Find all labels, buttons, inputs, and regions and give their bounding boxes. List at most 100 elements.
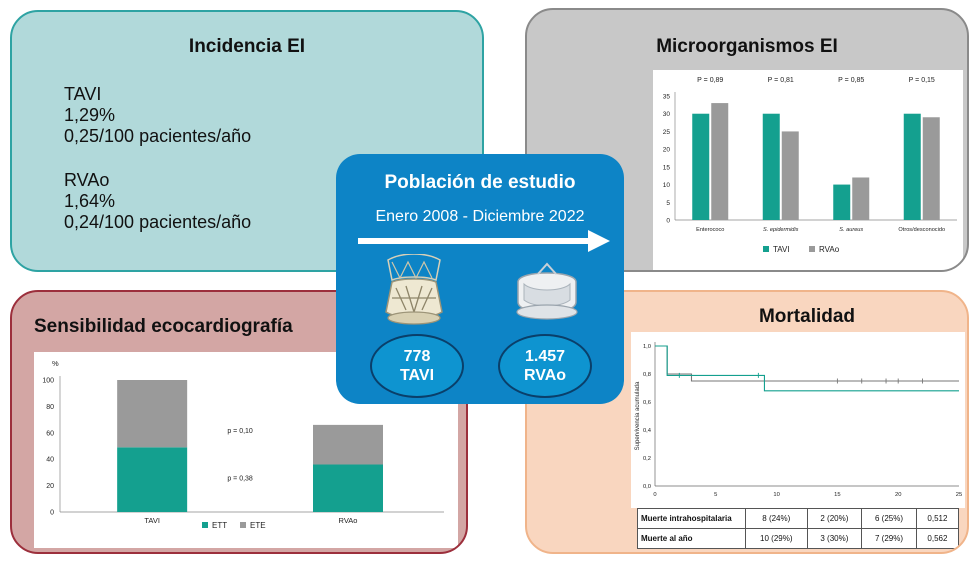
y-tick-label: 0,6 [643,400,651,406]
p-value-label: P = 0,85 [838,77,864,84]
y-tick-label: 0 [50,510,54,517]
poblacion-rvao-badge: 1.457 RVAo [498,334,592,398]
poblacion-period: Enero 2008 - Diciembre 2022 [375,208,585,225]
bar-ete [313,424,383,465]
rvao-valve-icon [516,262,578,320]
legend-ete-swatch [240,522,246,528]
bar-tavi [692,113,710,220]
y-tick-label: 100 [42,378,54,385]
mortalidad-cell: 2 (20%) [806,508,863,529]
mortalidad-panel: Mortalidad 0,0 0,2 0,4 0,6 0,8 1,0 0 5 10 15 20 25 S… [525,290,969,554]
x-tick-label: RVAo [339,516,358,525]
p-value-label: P = 0,15 [909,77,935,84]
y-tick-label: 0 [666,218,670,225]
mortalidad-row-label: Muerte al año [637,528,746,549]
x-tick-label: S. aureus [839,227,863,233]
bar-ett [313,464,383,512]
y-tick-label: 0,0 [643,484,651,490]
legend-rvao-label: RVAo [819,245,840,254]
bar-rvao [852,177,870,220]
bar-rvao [711,103,729,220]
y-tick-label: 80 [46,404,54,411]
y-tick-label: 0,2 [643,456,651,462]
incidencia-rvao: RVAo 1,64% 0,24/100 pacientes/año [64,170,251,233]
legend-rvao-swatch [809,246,815,252]
bar-rvao [922,117,940,220]
mortalidad-cell: 6 (25%) [861,508,917,529]
microorganismos-title: Microorganismos EI [656,36,838,57]
y-tick-label: 0,4 [643,428,652,434]
poblacion-panel: Población de estudio Enero 2008 - Diciem… [336,154,624,404]
legend-ett-label: ETT [212,521,227,530]
table-row: Muerte al año 10 (29%) 3 (30%) 7 (29%) 0… [637,528,960,549]
incidencia-title: Incidencia EI [188,36,306,57]
mortalidad-table: Muerte intrahospitalaria 8 (24%) 2 (20%)… [637,508,960,549]
bar-rvao [781,131,799,220]
incidencia-panel: Incidencia EI TAVI 1,29% 0,25/100 pacien… [10,10,484,272]
poblacion-tavi-count: 778 [403,348,431,365]
incidencia-rvao-percent: 1,64% [64,191,116,211]
poblacion-rvao-count: 1.457 [524,348,566,365]
x-tick-label: 20 [895,492,901,498]
x-tick-label: 10 [773,492,779,498]
arrow-right-icon [358,230,610,252]
mortalidad-cell: 7 (29%) [861,528,917,549]
incidencia-tavi-rate: 0,25/100 pacientes/año [64,126,252,146]
incidencia-tavi: TAVI 1,29% 0,25/100 pacientes/año [64,84,251,147]
y-tick-label: 0,8 [643,372,651,378]
survival-line-teal [655,345,959,392]
x-tick-label: Otros/desconocido [898,227,945,233]
x-tick-label: 15 [834,492,840,498]
incidencia-rvao-label: RVAo [64,170,110,190]
y-axis-title: Supervivencia acumulada [635,381,641,450]
mortalidad-cell: 8 (24%) [745,508,808,529]
y-tick-label: 20 [46,483,54,490]
bar-ett [117,447,188,512]
mortalidad-cell: 0,512 [915,508,960,529]
x-tick-label: S. epidermidis [763,227,799,233]
p-value-label: p = 0,38 [227,476,253,483]
bar-ete [117,380,188,448]
sensibilidad-title: Sensibilidad ecocardiografía [34,316,293,337]
p-value-label: P = 0,89 [697,77,723,84]
table-row: Muerte intrahospitalaria 8 (24%) 2 (20%)… [637,508,960,529]
y-tick-label: 1,0 [643,344,651,350]
y-tick-label: 60 [46,430,54,437]
x-tick-label: Enterococo [696,227,724,233]
incidencia-tavi-percent: 1,29% [64,105,116,125]
x-tick-label: 25 [956,492,962,498]
bar-tavi [833,184,851,220]
y-tick-label: 15 [663,164,671,171]
y-tick-label: 35 [663,94,671,101]
mortalidad-cell: 3 (30%) [806,528,863,549]
x-tick-label: 5 [714,492,717,498]
mortalidad-chart: 0,0 0,2 0,4 0,6 0,8 1,0 0 5 10 15 20 25 Supervivenci… [631,332,965,508]
x-tick-label: TAVI [144,516,160,525]
tavi-valve-icon [385,254,443,325]
incidencia-tavi-label: TAVI [64,84,102,104]
poblacion-tavi-label: TAVI [399,367,435,384]
poblacion-rvao-label: RVAo [523,367,567,384]
mortalidad-title: Mortalidad [758,306,856,327]
p-value-label: p = 0,10 [227,428,253,435]
mortalidad-row-label: Muerte intrahospitalaria [637,508,746,529]
y-tick-label: 5 [666,200,670,207]
bar-tavi [762,113,780,220]
legend-tavi-label: TAVI [773,245,790,254]
legend-ete-label: ETE [250,521,266,530]
y-tick-label: 10 [663,182,671,189]
y-tick-label: 30 [663,111,671,118]
y-tick-label: 40 [46,457,54,464]
y-axis-unit-label: % [52,359,59,368]
mortalidad-chart-svg: 0,0 0,2 0,4 0,6 0,8 1,0 0 5 10 15 20 25 Supervivenci… [635,342,962,498]
x-tick-label: 0 [653,492,656,498]
y-tick-label: 20 [663,147,671,154]
mortalidad-cell: 10 (29%) [745,528,808,549]
incidencia-rvao-rate: 0,24/100 pacientes/año [64,212,252,232]
legend-ett-swatch [202,522,208,528]
